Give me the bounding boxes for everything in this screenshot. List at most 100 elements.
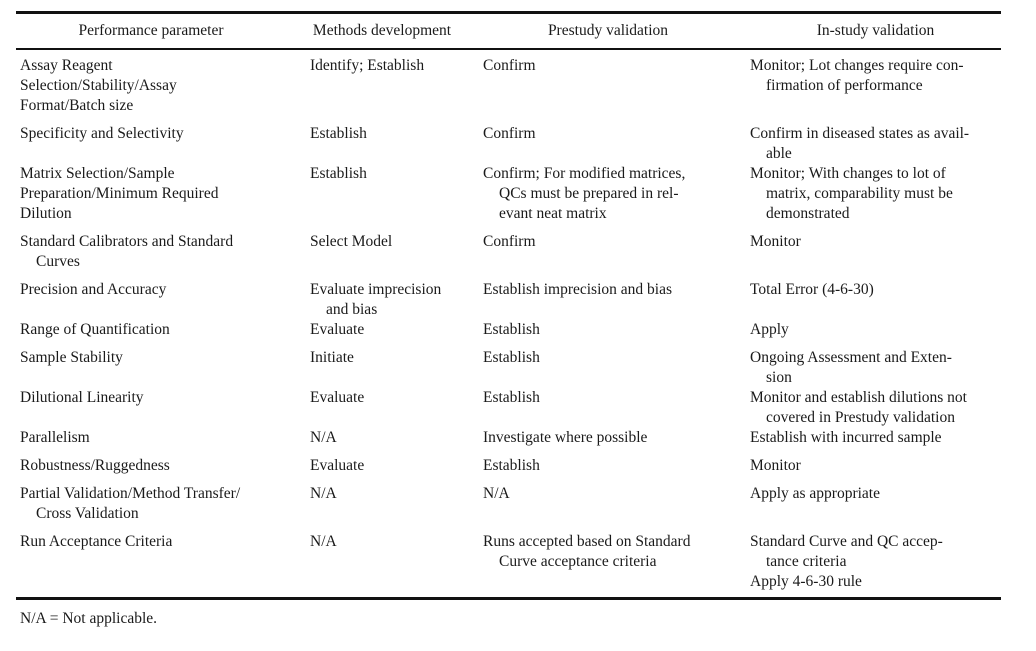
table-top-rule (16, 11, 1001, 14)
cell-line: Confirm (483, 233, 536, 250)
cell-line: matrix, comparability must be (766, 185, 953, 202)
cell-performance-parameter: Dilutional Linearity (20, 388, 144, 408)
cell-line: Robustness/Ruggedness (20, 457, 170, 474)
cell-in-study-validation: Standard Curve and QC accep-tance criter… (750, 532, 943, 592)
cell-methods-development: Evaluate (310, 388, 364, 408)
cell-methods-development: N/A (310, 532, 337, 552)
cell-line: Monitor (750, 233, 801, 250)
cell-in-study-validation: Apply as appropriate (750, 484, 880, 504)
cell-line: Select Model (310, 233, 393, 250)
cell-line: covered in Prestudy validation (766, 409, 955, 426)
cell-in-study-validation: Establish with incurred sample (750, 428, 942, 448)
cell-in-study-validation: Apply (750, 320, 789, 340)
cell-in-study-validation: Ongoing Assessment and Exten-sion (750, 348, 952, 388)
cell-line: Apply (750, 321, 789, 338)
cell-line: Selection/Stability/Assay (20, 77, 177, 94)
cell-line: Evaluate imprecision (310, 281, 442, 298)
cell-performance-parameter: Precision and Accuracy (20, 280, 166, 300)
cell-performance-parameter: Sample Stability (20, 348, 123, 368)
cell-in-study-validation: Monitor; Lot changes require con-firmati… (750, 56, 964, 96)
cell-line: Run Acceptance Criteria (20, 533, 173, 550)
cell-line: Apply 4-6-30 rule (750, 573, 862, 590)
cell-line: sion (766, 369, 792, 386)
cell-prestudy-validation: Confirm; For modified matrices, QCs must … (483, 164, 685, 224)
cell-prestudy-validation: Establish imprecision and bias (483, 280, 672, 300)
cell-methods-development: Initiate (310, 348, 354, 368)
cell-line: Confirm; For modified matrices, (483, 165, 686, 182)
cell-line: Confirm (483, 125, 536, 142)
cell-line: Specificity and Selectivity (20, 125, 184, 142)
cell-prestudy-validation: Confirm (483, 232, 536, 252)
cell-line: Monitor (750, 457, 801, 474)
cell-prestudy-validation: N/A (483, 484, 510, 504)
cell-line: N/A (483, 485, 510, 502)
cell-prestudy-validation: Establish (483, 388, 540, 408)
cell-line: QCs must be prepared in rel- (499, 185, 679, 202)
cell-performance-parameter: Robustness/Ruggedness (20, 456, 170, 476)
cell-line: Parallelism (20, 429, 90, 446)
cell-line: Curve acceptance criteria (499, 553, 657, 570)
cell-line: Partial Validation/Method Transfer/ (20, 485, 241, 502)
cell-line: Establish (310, 165, 367, 182)
cell-line: demonstrated (766, 205, 850, 222)
cell-line: Cross Validation (36, 505, 139, 522)
cell-methods-development: Identify; Establish (310, 56, 424, 76)
cell-prestudy-validation: Establish (483, 348, 540, 368)
cell-line: Sample Stability (20, 349, 123, 366)
cell-line: Ongoing Assessment and Exten- (750, 349, 952, 366)
cell-performance-parameter: Parallelism (20, 428, 90, 448)
cell-line: Evaluate (310, 321, 365, 338)
cell-line: N/A (310, 533, 337, 550)
cell-line: Confirm in diseased states as avail- (750, 125, 970, 142)
cell-methods-development: Establish (310, 124, 367, 144)
cell-line: Monitor; Lot changes require con- (750, 57, 964, 74)
cell-line: Evaluate (310, 457, 365, 474)
cell-methods-development: Evaluate imprecision and bias (310, 280, 441, 320)
header-performance-parameter: Performance parameter (78, 22, 224, 39)
cell-line: Establish (483, 389, 540, 406)
cell-line: and bias (326, 301, 378, 318)
cell-line: Establish (483, 349, 540, 366)
cell-line: Investigate where possible (483, 429, 648, 446)
cell-line: N/A (310, 485, 337, 502)
cell-line: Establish (483, 321, 540, 338)
cell-line: Format/Batch size (20, 97, 134, 114)
cell-line: tance criteria (766, 553, 847, 570)
cell-line: Evaluate (310, 389, 365, 406)
cell-line: Range of Quantification (20, 321, 170, 338)
cell-line: Dilutional Linearity (20, 389, 144, 406)
cell-performance-parameter: Specificity and Selectivity (20, 124, 184, 144)
cell-line: Runs accepted based on Standard (483, 533, 691, 550)
cell-line: evant neat matrix (499, 205, 607, 222)
cell-line: able (766, 145, 792, 162)
cell-methods-development: N/A (310, 428, 337, 448)
cell-methods-development: Evaluate (310, 456, 364, 476)
cell-line: Establish imprecision and bias (483, 281, 672, 298)
cell-methods-development: Select Model (310, 232, 392, 252)
cell-methods-development: Evaluate (310, 320, 364, 340)
header-in-study-validation: In-study validation (816, 22, 935, 39)
cell-line: Establish (310, 125, 367, 142)
cell-line: Curves (36, 253, 80, 270)
cell-performance-parameter: Range of Quantification (20, 320, 170, 340)
cell-line: Apply as appropriate (750, 485, 880, 502)
cell-methods-development: Establish (310, 164, 367, 184)
cell-line: N/A (310, 429, 337, 446)
cell-line: firmation of performance (766, 77, 923, 94)
cell-prestudy-validation: Establish (483, 456, 540, 476)
cell-in-study-validation: Confirm in diseased states as avail-able (750, 124, 969, 164)
cell-line: Assay Reagent (20, 57, 113, 74)
cell-in-study-validation: Monitor (750, 232, 801, 252)
cell-in-study-validation: Monitor and establish dilutions not cover… (750, 388, 967, 428)
cell-line: Standard Curve and QC accep- (750, 533, 943, 550)
cell-line: Monitor and establish dilutions not (750, 389, 967, 406)
cell-prestudy-validation: Establish (483, 320, 540, 340)
cell-prestudy-validation: Investigate where possible (483, 428, 647, 448)
table-bottom-rule (16, 597, 1001, 600)
cell-line: Total Error (4-6-30) (750, 281, 874, 298)
